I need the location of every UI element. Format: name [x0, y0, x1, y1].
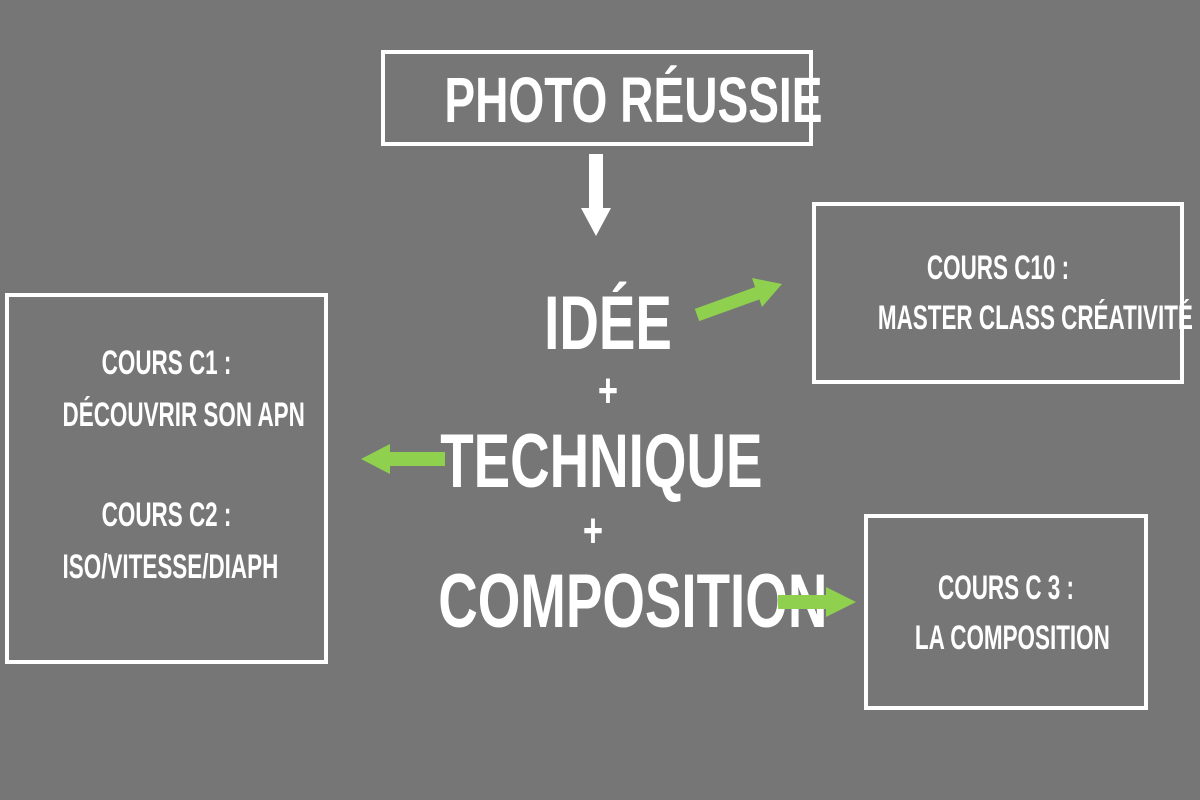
course-c1-subtitle: DÉCOUVRIR SON APN [62, 396, 305, 434]
label-idee: IDÉE [544, 281, 672, 366]
arrow-to-c1-c2-icon [361, 444, 445, 474]
course-c2-title: COURS C2 : [101, 496, 232, 534]
title-box: PHOTO RÉUSSIE [381, 50, 823, 146]
course-c2-subtitle: ISO/VITESSE/DIAPH [62, 548, 279, 586]
label-technique: TECHNIQUE [440, 419, 763, 504]
label-composition: COMPOSITION [438, 559, 828, 644]
course-c10-subtitle: MASTER CLASS CRÉATIVITÉ [877, 299, 1193, 337]
course-c3-title: COURS C 3 : [938, 569, 1074, 607]
plus-sign-2: + [582, 505, 604, 558]
course-box-c1-c2: COURS C1 : DÉCOUVRIR SON APN COURS C2 : … [5, 293, 328, 664]
course-c1-title: COURS C1 : [101, 344, 232, 382]
course-box-c3: COURS C 3 : LA COMPOSITION [864, 514, 1148, 710]
arrow-down-icon [581, 154, 611, 236]
diagram-title: PHOTO RÉUSSIE [444, 64, 823, 136]
course-c3-subtitle: LA COMPOSITION [914, 619, 1110, 657]
plus-sign-1: + [597, 365, 619, 418]
course-box-c10: COURS C10 : MASTER CLASS CRÉATIVITÉ [812, 202, 1193, 384]
course-c10-title: COURS C10 : [926, 249, 1070, 287]
